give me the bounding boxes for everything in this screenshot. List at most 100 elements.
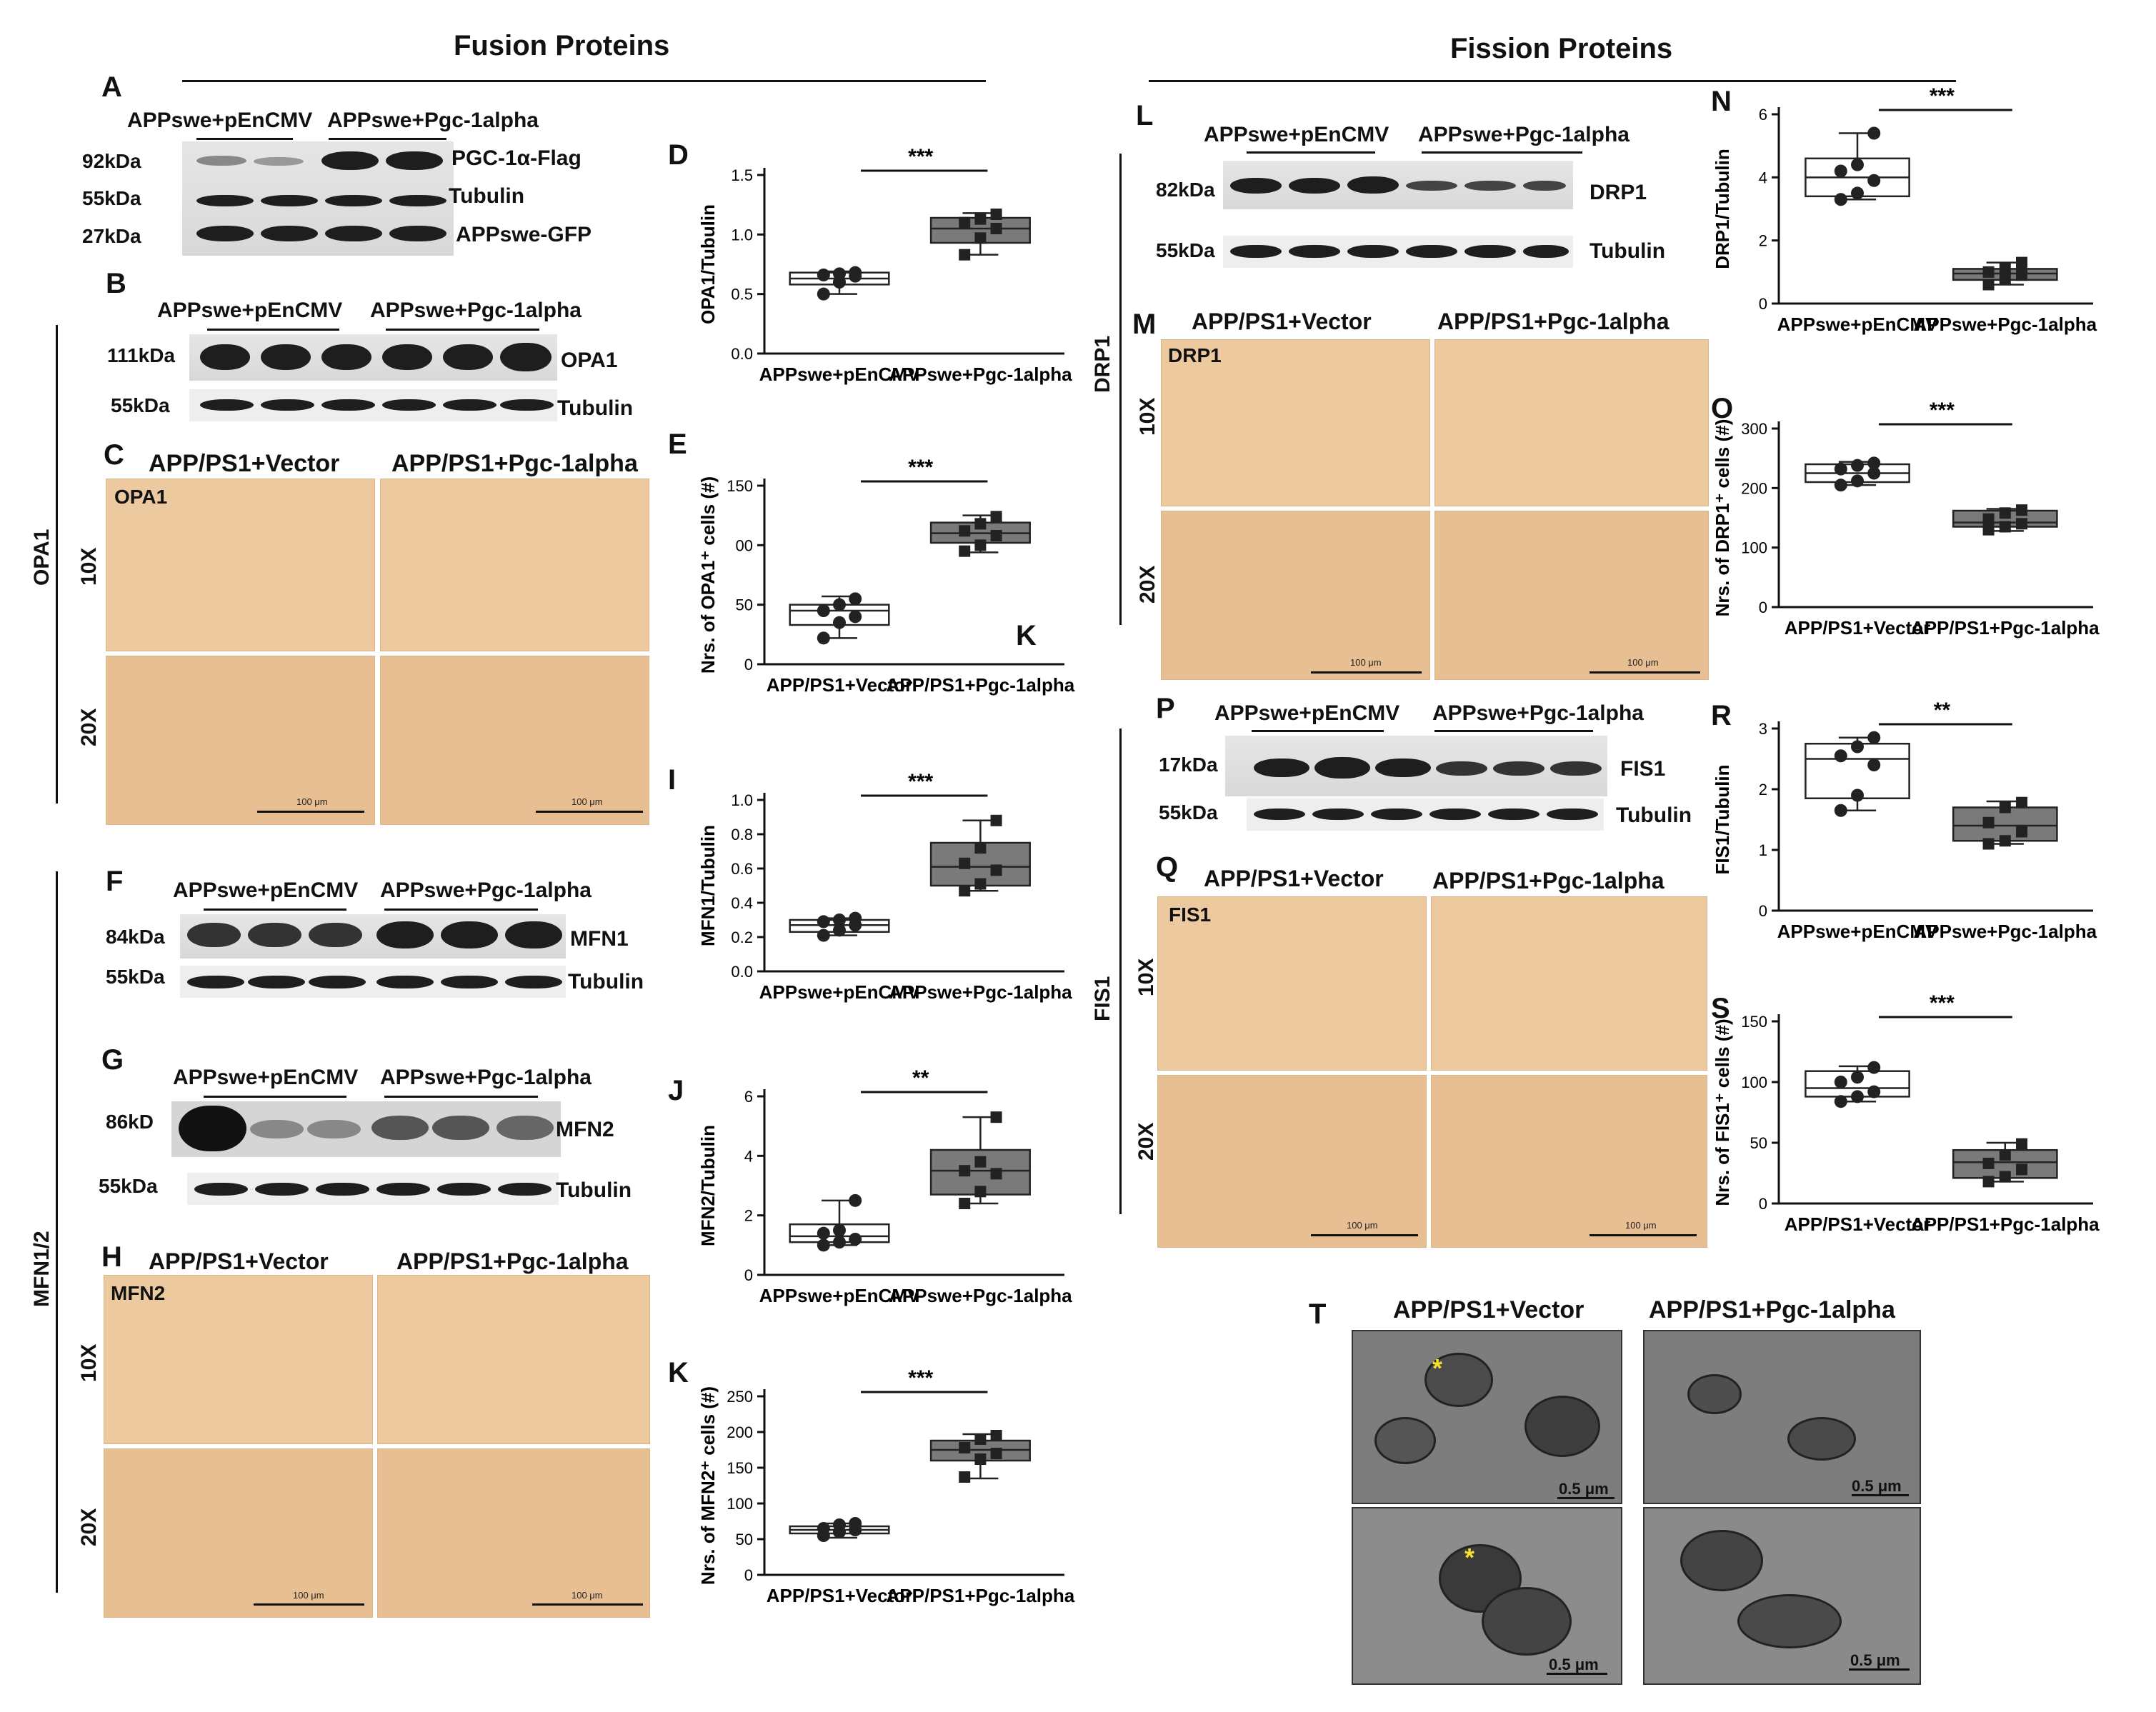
panel-a-kda-2: 55kDa bbox=[82, 187, 141, 209]
data-point bbox=[990, 1430, 1002, 1441]
panel-p-kda-1: 17kDa bbox=[1159, 754, 1218, 776]
panel-t-scale-text-4: 0.5 μm bbox=[1850, 1651, 1900, 1669]
panel-t-group-2: APP/PS1+Pgc-1alpha bbox=[1649, 1296, 1895, 1323]
panel-t-scalebar-3 bbox=[1547, 1673, 1607, 1675]
y-tick-label: 100 bbox=[1741, 1073, 1767, 1091]
y-tick-label: 0.5 bbox=[731, 286, 753, 304]
category-label: APPswe+Pgc-1alpha bbox=[1914, 921, 2097, 942]
data-point bbox=[1851, 1090, 1864, 1103]
panel-h-scalebar-2 bbox=[532, 1603, 643, 1606]
data-point bbox=[1999, 272, 2011, 284]
data-point bbox=[1851, 459, 1864, 472]
data-point bbox=[1867, 456, 1881, 470]
category-label: APPswe+pEnCMV bbox=[1777, 921, 1938, 942]
category-label: APPswe+pEnCMV bbox=[759, 981, 920, 1003]
panel-m-ihc-20x-pgc bbox=[1434, 511, 1709, 680]
y-tick-label: 4 bbox=[744, 1147, 753, 1165]
data-point bbox=[1851, 474, 1864, 488]
y-tick-label: 0 bbox=[1759, 295, 1767, 313]
box-plot-n: 0246DRP1/TubulinAPPswe+pEnCMVAPPswe+Pgc-… bbox=[1712, 84, 2097, 335]
y-axis-label: Nrs. of DRP1⁺ cells (#) bbox=[1712, 419, 1733, 617]
panel-e-label: E bbox=[668, 429, 687, 460]
panel-b-blot-opa1 bbox=[189, 334, 557, 381]
panel-m-ihc-20x-vector bbox=[1161, 511, 1430, 680]
data-point bbox=[1999, 507, 2011, 519]
y-tick-label: 300 bbox=[1741, 420, 1767, 438]
data-point bbox=[990, 1168, 1002, 1180]
data-point bbox=[1834, 1095, 1847, 1108]
panel-c-ihc-10x-pgc bbox=[380, 479, 649, 651]
significance-stars: *** bbox=[1930, 84, 1955, 108]
panel-p-kda-2: 55kDa bbox=[1159, 801, 1218, 824]
panel-m-label: M bbox=[1132, 309, 1157, 340]
panel-l-blot-tubulin bbox=[1223, 236, 1573, 268]
category-label: APP/PS1+Pgc-1alpha bbox=[1911, 1213, 2100, 1235]
panel-g-group-1: APPswe+pEnCMV bbox=[173, 1066, 359, 1089]
panel-c-20x-label: 20X bbox=[77, 708, 101, 746]
data-point bbox=[849, 1193, 862, 1207]
category-label: APPswe+Pgc-1alpha bbox=[889, 364, 1072, 385]
panel-c-group-1: APP/PS1+Vector bbox=[149, 450, 340, 477]
drp1-sidebar-label: DRP1 bbox=[1091, 335, 1114, 393]
panel-f-group-2-line bbox=[384, 908, 538, 911]
data-point bbox=[833, 1223, 846, 1237]
panel-q-group-2: APP/PS1+Pgc-1alpha bbox=[1432, 868, 1665, 893]
panel-l-kda-1: 82kDa bbox=[1156, 179, 1215, 201]
panel-l-protein-1: DRP1 bbox=[1589, 181, 1647, 204]
data-point bbox=[974, 539, 987, 551]
panel-h-scale-text-2: 100 μm bbox=[572, 1590, 603, 1601]
y-tick-label: 150 bbox=[727, 477, 753, 495]
y-tick-label: 1 bbox=[1759, 841, 1767, 859]
data-point bbox=[849, 1233, 862, 1246]
panel-f-group-1-line bbox=[204, 908, 346, 911]
data-point bbox=[833, 267, 846, 281]
panel-t-scale-text-2: 0.5 μm bbox=[1852, 1477, 1902, 1495]
category-label: APPswe+Pgc-1alpha bbox=[889, 1285, 1072, 1306]
y-tick-label: 1.5 bbox=[731, 166, 753, 184]
significance-stars: *** bbox=[908, 145, 933, 169]
panel-f-blot-tubulin bbox=[180, 966, 566, 998]
data-point bbox=[833, 616, 846, 629]
panel-c-group-2: APP/PS1+Pgc-1alpha bbox=[391, 450, 638, 477]
data-point bbox=[1834, 164, 1847, 178]
panel-f-protein-2: Tubulin bbox=[568, 970, 644, 993]
y-tick-label: 0 bbox=[1759, 1195, 1767, 1213]
panel-m-group-1: APP/PS1+Vector bbox=[1192, 309, 1372, 334]
data-point bbox=[833, 923, 846, 937]
data-point bbox=[959, 857, 971, 869]
panel-h-stain-label: MFN2 bbox=[111, 1282, 166, 1304]
panel-k-label: K bbox=[668, 1357, 689, 1388]
panel-g-protein-1: MFN2 bbox=[556, 1118, 614, 1141]
panel-h-20x-label: 20X bbox=[77, 1508, 101, 1546]
fission-section-title: Fission Proteins bbox=[1450, 33, 1673, 64]
panel-a-group-2: APPswe+Pgc-1alpha bbox=[327, 109, 539, 132]
panel-q-group-1: APP/PS1+Vector bbox=[1204, 866, 1384, 891]
data-point bbox=[833, 598, 846, 611]
panel-t-scale-text-3: 0.5 μm bbox=[1549, 1656, 1599, 1673]
panel-p-label: P bbox=[1156, 693, 1175, 724]
panel-m-scale-text-2: 100 μm bbox=[1627, 657, 1659, 668]
panel-h-group-1: APP/PS1+Vector bbox=[149, 1248, 329, 1274]
panel-q-stain-label: FIS1 bbox=[1169, 903, 1212, 926]
panel-p-blot-tubulin bbox=[1247, 799, 1604, 831]
panel-f-blot-mfn1 bbox=[180, 914, 566, 958]
panel-g-protein-2: Tubulin bbox=[556, 1178, 632, 1202]
panel-h-label: H bbox=[101, 1241, 122, 1273]
box-plot-r: 0123FIS1/TubulinAPPswe+pEnCMVAPPswe+Pgc-… bbox=[1712, 699, 2097, 942]
box-plot-j: 0246MFN2/TubulinAPPswe+pEnCMVAPPswe+Pgc-… bbox=[697, 1066, 1072, 1306]
data-point bbox=[849, 610, 862, 624]
panel-p-group-2-line bbox=[1434, 730, 1593, 732]
panel-q-20x-label: 20X bbox=[1134, 1122, 1158, 1161]
data-point bbox=[1834, 749, 1847, 763]
data-point bbox=[1999, 521, 2011, 533]
data-point bbox=[1851, 789, 1864, 802]
data-point bbox=[990, 1448, 1002, 1459]
drp1-sidebar-line bbox=[1119, 154, 1122, 625]
y-tick-label: 2 bbox=[744, 1207, 753, 1225]
panel-t-em-pgc-1 bbox=[1643, 1330, 1921, 1504]
panel-h-scalebar-1 bbox=[254, 1603, 364, 1606]
data-point bbox=[1867, 466, 1881, 480]
panel-a-protein-1: PGC-1α-Flag bbox=[451, 146, 582, 170]
panel-t-label: T bbox=[1309, 1298, 1327, 1330]
